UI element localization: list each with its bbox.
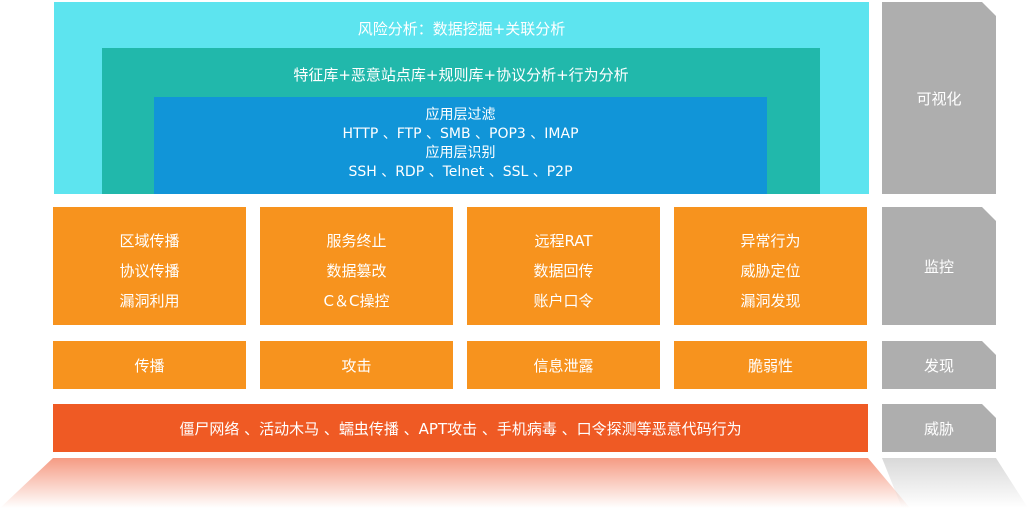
filter-line-2: HTTP 、FTP 、SMB 、POP3 、IMAP [342,126,579,142]
side-reflection [882,458,1028,508]
filter-line-1: 应用层过滤 [425,107,496,123]
filter-line-3: 应用层识别 [425,145,496,161]
floor-reflection [0,458,910,508]
side-label-monitor: 监控 [882,207,996,325]
monitor-card-line: 协议传播 [119,262,180,280]
monitor-card-leak: 远程RAT 数据回传 账户口令 [467,207,660,325]
monitor-card-line: 异常行为 [740,232,801,250]
monitor-card-line: 账户口令 [533,292,594,310]
discover-card-attack: 攻击 [260,341,453,389]
application-layer-panel: 应用层过滤 HTTP 、FTP 、SMB 、POP3 、IMAP 应用层识别 S… [154,97,767,194]
monitor-card-line: 服务终止 [326,232,387,250]
monitor-card-vulnerability: 异常行为 威胁定位 漏洞发现 [674,207,867,325]
risk-analysis-title: 风险分析：数据挖掘+关联分析 [357,19,566,38]
side-label-discover: 发现 [882,341,996,389]
monitor-card-line: 远程RAT [534,232,593,250]
discover-card-leak: 信息泄露 [467,341,660,389]
monitor-card-line: 区域传播 [119,232,180,250]
monitor-card-line: 漏洞利用 [119,292,180,310]
monitor-card-line: 漏洞发现 [740,292,801,310]
monitor-card-line: 威胁定位 [740,262,801,280]
monitor-card-line: C＆C操控 [323,292,390,310]
monitor-card-attack: 服务终止 数据篡改 C＆C操控 [260,207,453,325]
threat-bar: 僵尸网络 、活动木马 、蠕虫传播 、APT攻击 、手机病毒 、口令探测等恶意代码… [53,404,868,452]
monitor-card-propagation: 区域传播 协议传播 漏洞利用 [53,207,246,325]
discover-card-propagation: 传播 [53,341,246,389]
discover-card-vulnerability: 脆弱性 [674,341,867,389]
feature-library-title: 特征库+恶意站点库+规则库+协议分析+行为分析 [293,65,629,84]
side-label-threat: 威胁 [882,404,996,452]
monitor-card-line: 数据篡改 [326,262,387,280]
monitor-card-line: 数据回传 [533,262,594,280]
side-label-visualization: 可视化 [882,2,996,194]
filter-line-4: SSH 、RDP 、Telnet 、SSL 、P2P [348,164,573,180]
